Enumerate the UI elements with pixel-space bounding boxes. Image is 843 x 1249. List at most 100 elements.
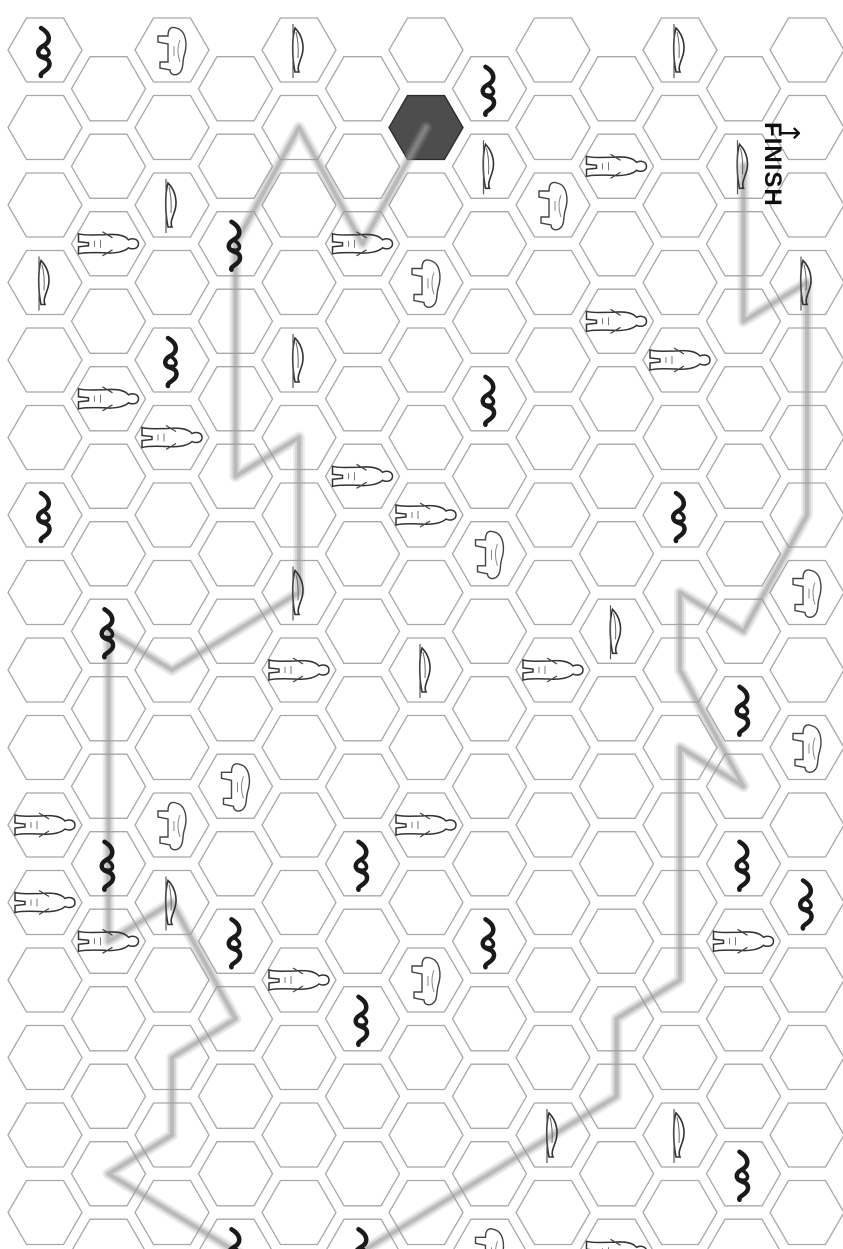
hex-cell	[389, 483, 463, 547]
hex-cell	[516, 251, 590, 315]
hex-cell	[326, 1064, 400, 1128]
hex-cell	[389, 1026, 463, 1090]
hex-cell	[770, 18, 843, 82]
hex-cell	[643, 96, 717, 160]
hex-cell	[453, 289, 527, 353]
hex-cell	[8, 638, 82, 702]
hex-cell	[326, 367, 400, 431]
hex-cell	[262, 948, 336, 1012]
hex-cell	[453, 1064, 527, 1128]
hex-cell	[580, 1142, 654, 1206]
hex-cell	[580, 677, 654, 741]
hex-cell	[453, 677, 527, 741]
hex-cell	[643, 1026, 717, 1090]
hex-cell	[389, 18, 463, 82]
hex-cell	[326, 522, 400, 586]
hex-cell	[516, 1026, 590, 1090]
hex-cell	[135, 716, 209, 780]
hex-cell	[8, 1103, 82, 1167]
hex-cell	[72, 57, 146, 121]
hex-cell	[8, 406, 82, 470]
hex-cell	[8, 948, 82, 1012]
hex-cell	[516, 638, 590, 702]
hex-cell	[8, 328, 82, 392]
finish-label: FINISH	[758, 122, 786, 207]
hex-cell	[262, 1026, 336, 1090]
hex-cell	[262, 793, 336, 857]
hex-cell	[389, 1103, 463, 1167]
hex-cell	[135, 483, 209, 547]
hex-cell	[8, 716, 82, 780]
hex-cell	[516, 948, 590, 1012]
hex-cell	[72, 444, 146, 508]
hex-cell	[135, 96, 209, 160]
hex-cell	[580, 909, 654, 973]
hex-cell	[643, 406, 717, 470]
hex-cell	[643, 1181, 717, 1245]
hex-cell	[580, 134, 654, 198]
hex-cell	[453, 987, 527, 1051]
hex-cell	[453, 832, 527, 896]
hex-cell	[453, 599, 527, 663]
hex-cell	[516, 406, 590, 470]
hex-cell	[707, 987, 781, 1051]
hex-cell	[770, 638, 843, 702]
hex-cell	[770, 1026, 843, 1090]
hex-cell	[516, 716, 590, 780]
hex-cell	[770, 1181, 843, 1245]
hex-cell	[72, 1064, 146, 1128]
hex-cell	[453, 754, 527, 818]
hex-cell	[770, 948, 843, 1012]
hex-cell	[643, 173, 717, 237]
hex-cell	[453, 444, 527, 508]
hex-cell	[389, 561, 463, 625]
hex-cell	[707, 444, 781, 508]
hex-cell	[135, 561, 209, 625]
hex-cell	[8, 173, 82, 237]
hex-cell	[326, 909, 400, 973]
hex-cell	[580, 444, 654, 508]
hex-cell	[707, 367, 781, 431]
hex-cell	[770, 1103, 843, 1167]
hex-cell	[72, 522, 146, 586]
hex-cell	[770, 793, 843, 857]
hex-cell	[389, 328, 463, 392]
hex-cell	[72, 1219, 146, 1249]
hex-cell	[389, 871, 463, 935]
hex-cell	[72, 987, 146, 1051]
hex-cell	[8, 1181, 82, 1245]
hex-cell	[8, 561, 82, 625]
hex-cell	[580, 57, 654, 121]
hex-cell	[8, 871, 82, 935]
hex-cell	[516, 328, 590, 392]
hex-cell	[262, 251, 336, 315]
hex-cell	[580, 289, 654, 353]
hex-cell	[707, 57, 781, 121]
hex-cell	[516, 871, 590, 935]
hex-cell	[8, 793, 82, 857]
hex-cell	[516, 483, 590, 547]
hex-cell	[643, 328, 717, 392]
hex-cell	[580, 367, 654, 431]
hex-cell	[453, 1219, 527, 1249]
hex-cell	[199, 677, 273, 741]
hex-cell	[516, 793, 590, 857]
hex-cell	[72, 212, 146, 276]
hex-cell	[262, 1103, 336, 1167]
hex-cell	[516, 561, 590, 625]
hex-cell	[326, 444, 400, 508]
hex-cell	[389, 793, 463, 857]
hex-cell	[199, 832, 273, 896]
hex-cell	[643, 251, 717, 315]
hex-cell	[580, 1219, 654, 1249]
hex-cell	[516, 18, 590, 82]
hex-cell	[135, 406, 209, 470]
hex-cell	[707, 1064, 781, 1128]
hex-cell	[262, 716, 336, 780]
hex-cell	[707, 909, 781, 973]
hex-cell	[580, 832, 654, 896]
hex-cell	[707, 1219, 781, 1249]
hex-cell	[8, 96, 82, 160]
hex-cell	[199, 1064, 273, 1128]
hex-cell	[262, 871, 336, 935]
